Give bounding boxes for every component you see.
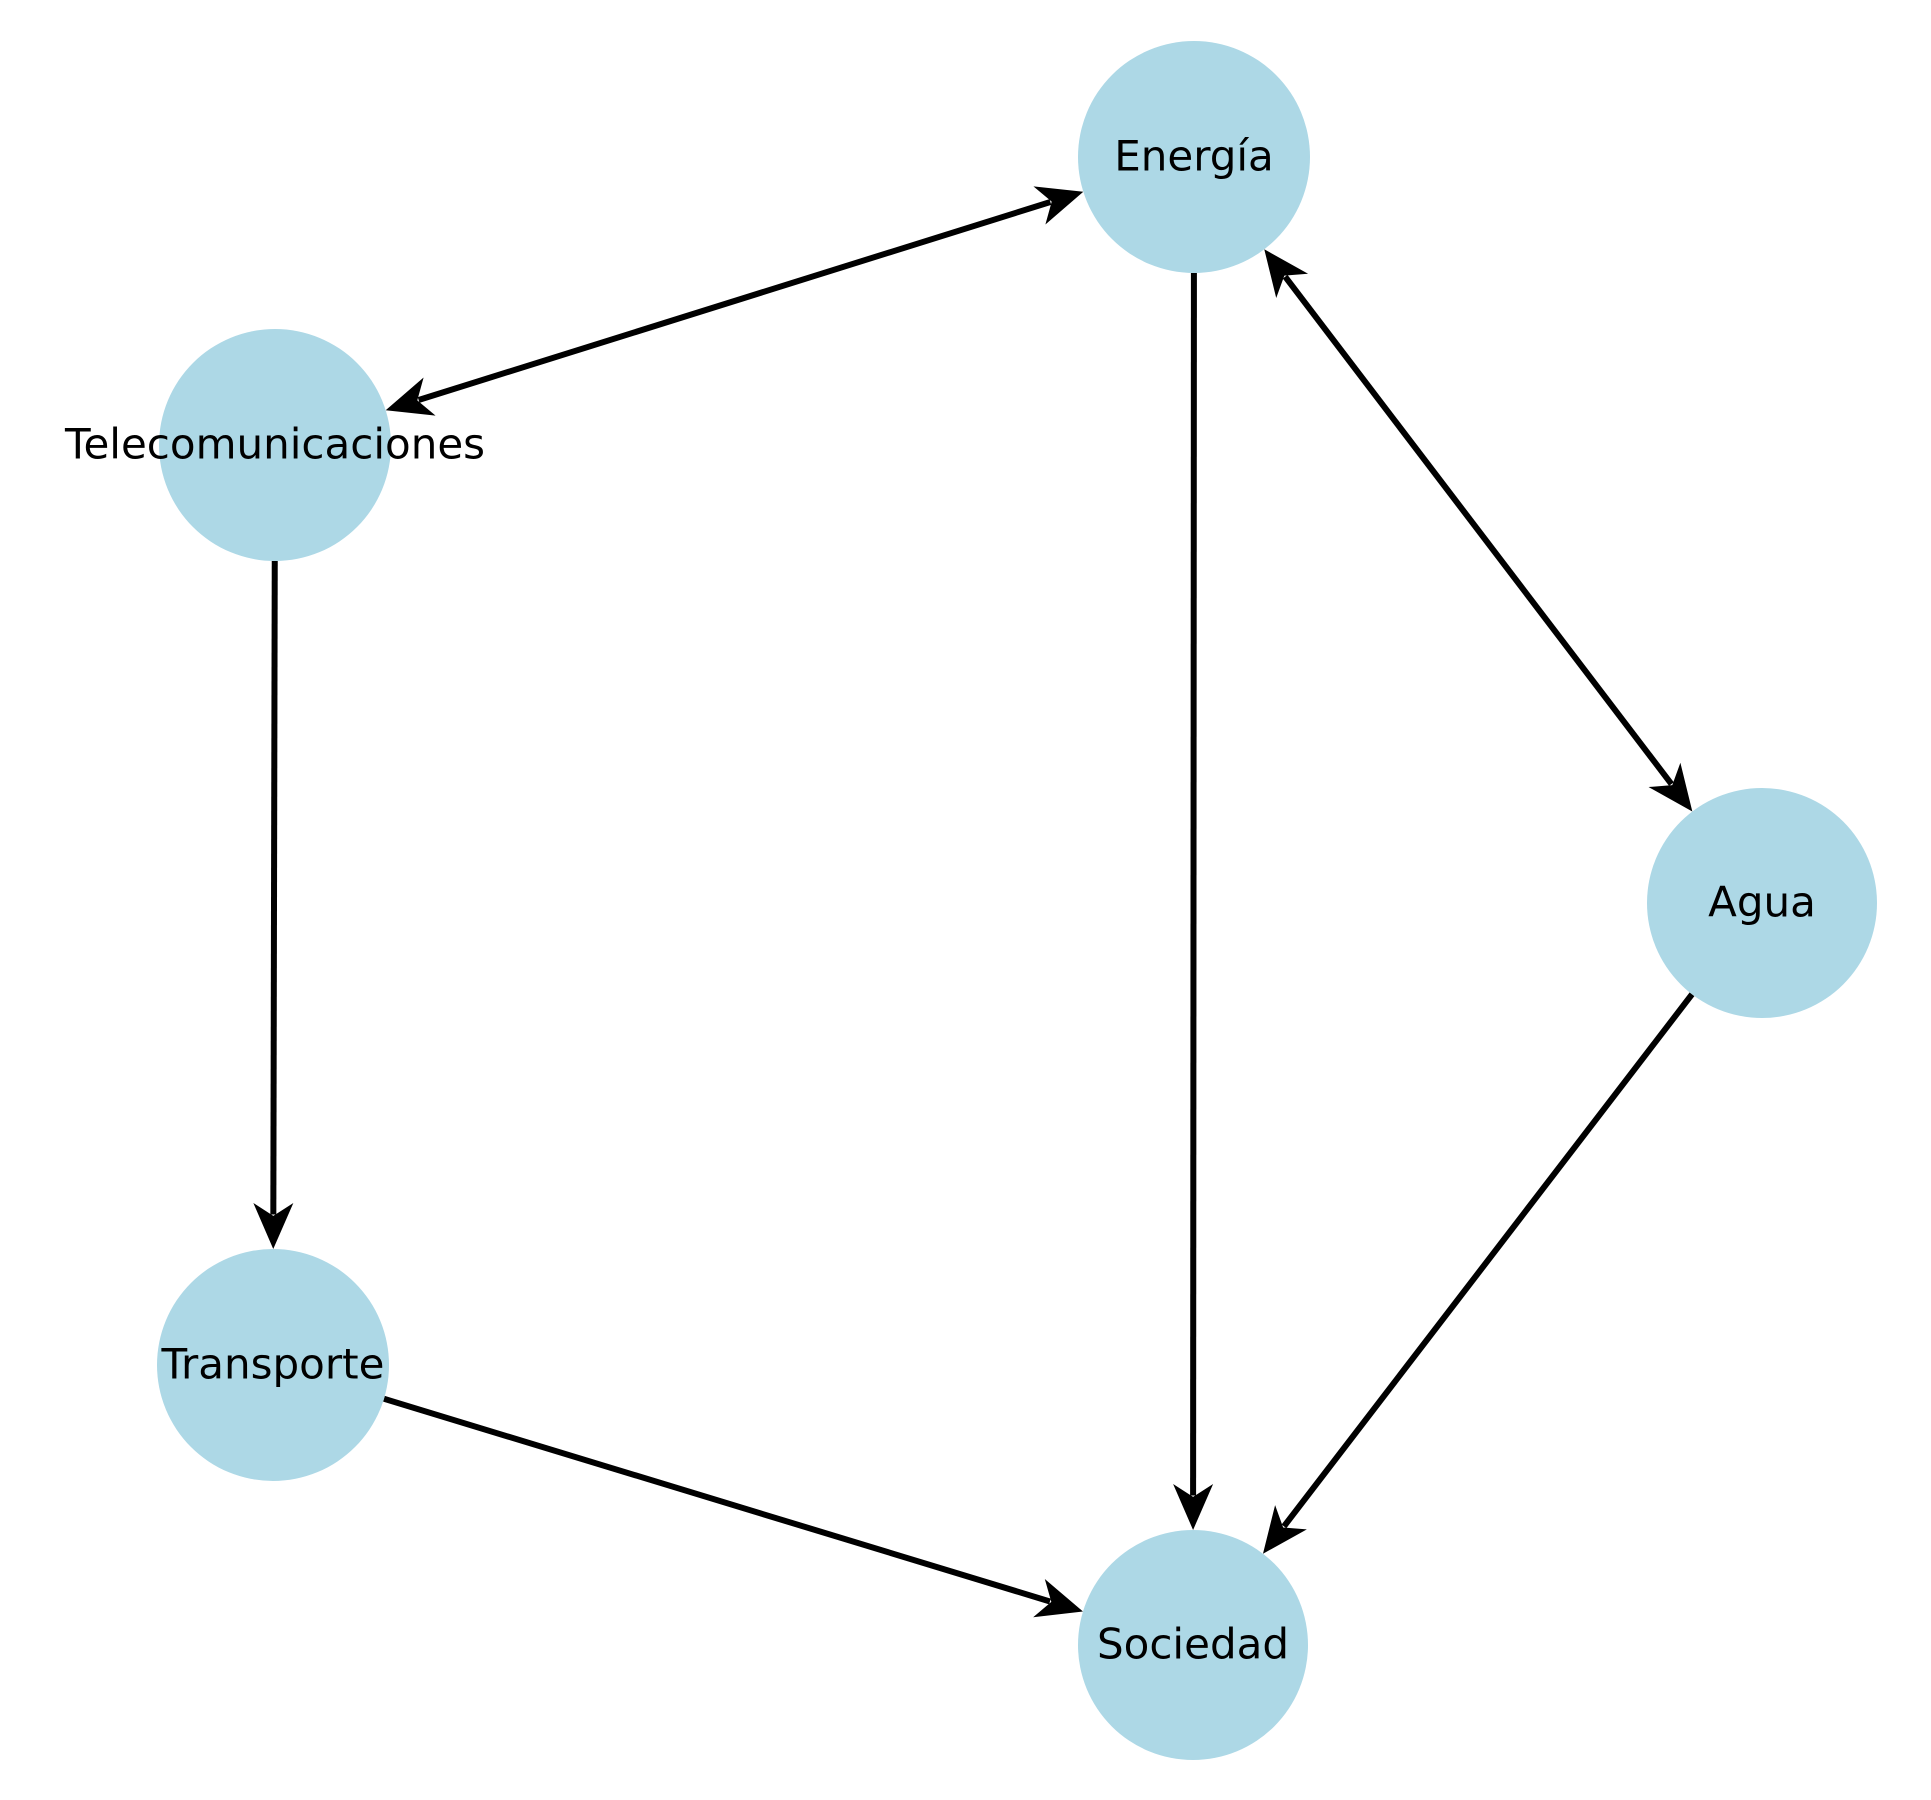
arrow-head-target [1033, 186, 1084, 225]
arrow-head-target [253, 1202, 294, 1250]
node-circle-telecomunicaciones[interactable] [159, 329, 391, 561]
node-circle-energia[interactable] [1078, 41, 1310, 273]
node-circle-transporte[interactable] [157, 1249, 389, 1481]
edge-telecomunicaciones-energia[interactable] [385, 186, 1084, 416]
edges-layer [253, 186, 1695, 1618]
edge-line [1282, 274, 1674, 786]
arrow-head-target [1262, 1505, 1307, 1554]
edge-energia-sociedad[interactable] [1173, 272, 1214, 1530]
edge-agua-sociedad[interactable] [1262, 992, 1695, 1554]
node-label-telecomunicaciones: Telecomunicaciones [64, 420, 485, 469]
edge-line [1190, 272, 1197, 1496]
graph-node-sociedad[interactable]: Sociedad [1078, 1530, 1308, 1760]
node-circle-agua[interactable] [1647, 788, 1877, 1018]
node-label-sociedad: Sociedad [1097, 1620, 1289, 1669]
arrow-head-target [1033, 1578, 1083, 1618]
graph-node-agua[interactable]: Agua [1647, 788, 1877, 1018]
graph-node-transporte[interactable]: Transporte [157, 1249, 389, 1481]
edge-energia-agua[interactable] [1264, 249, 1693, 812]
node-circle-sociedad[interactable] [1078, 1530, 1308, 1760]
edge-line [270, 560, 278, 1215]
arrow-head-target [1173, 1483, 1214, 1530]
edge-telecomunicaciones-transporte[interactable] [253, 560, 294, 1250]
graph-node-energia[interactable]: Energía [1078, 41, 1310, 273]
arrow-head-source [385, 377, 436, 416]
arrow-head-target [1648, 762, 1693, 812]
nodes-layer: EnergíaTelecomunicacionesAguaTransporteS… [64, 41, 1877, 1760]
node-label-agua: Agua [1708, 878, 1816, 927]
graph-node-telecomunicaciones[interactable]: Telecomunicaciones [64, 329, 485, 561]
arrow-head-source [1264, 249, 1309, 299]
edge-transporte-sociedad[interactable] [383, 1395, 1083, 1618]
node-label-energia: Energía [1114, 132, 1274, 181]
edge-line [383, 1395, 1051, 1605]
edge-line [417, 199, 1052, 403]
edge-line [1281, 992, 1695, 1529]
node-label-transporte: Transporte [161, 1340, 385, 1389]
